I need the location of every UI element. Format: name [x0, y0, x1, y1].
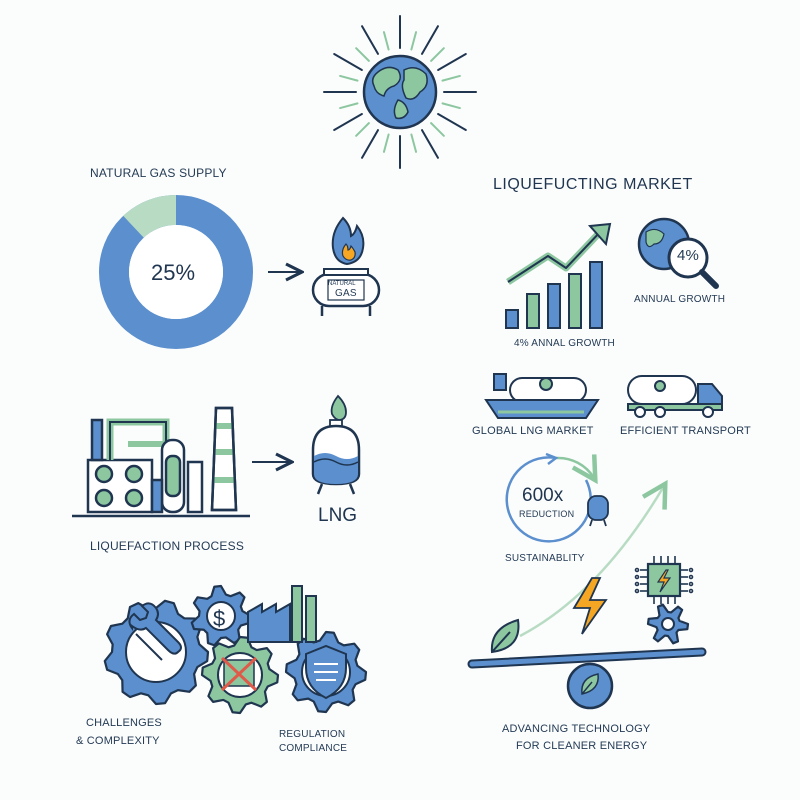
- reduction-value: 600x: [522, 485, 564, 506]
- growth-bar: [589, 261, 603, 329]
- liquefaction-plant-icon: [72, 406, 250, 518]
- advancing-technology-line1: ADVANCING TECHNOLOGY: [502, 723, 651, 735]
- clean-tech-seesaw-icon: [467, 479, 707, 710]
- factory-icon: [247, 585, 317, 643]
- donut-slice: [123, 195, 177, 239]
- liquefaction-process-label: LIQUEFACTION PROCESS: [90, 539, 245, 553]
- advancing-technology-line2: FOR CLEANER ENERGY: [516, 740, 648, 752]
- lng-truck-icon: [627, 375, 723, 418]
- lng-ship-icon: [484, 373, 600, 419]
- growth-bar: [505, 309, 519, 329]
- growth-bar: [526, 293, 540, 329]
- supply-percent-label: 25%: [151, 260, 196, 285]
- lng-label: LNG: [318, 505, 358, 526]
- chip-icon: [634, 556, 694, 604]
- regulation-label-line2: COMPLIANCE: [279, 743, 348, 754]
- lightning-icon: [572, 577, 608, 635]
- growth-bar: [547, 283, 561, 329]
- dollar-symbol: $: [213, 606, 226, 631]
- challenges-label-line1: CHALLENGES: [86, 717, 162, 729]
- growth-bar-chart: [505, 222, 612, 329]
- reduction-cycle-icon: [505, 452, 609, 543]
- natural-gas-supply-title: NATURAL GAS SUPPLY: [90, 166, 227, 180]
- regulation-label-line1: REGULATION: [279, 729, 346, 740]
- efficient-transport-label: EFFICIENT TRANSPORT: [620, 425, 751, 437]
- leaf-icon: [490, 618, 520, 654]
- lng-tank-icon: [311, 394, 361, 495]
- annual-growth-label: ANNUAL GROWTH: [634, 294, 726, 305]
- global-lng-market-label: GLOBAL LNG MARKET: [472, 425, 594, 437]
- reduction-label: REDUCTION: [519, 509, 575, 519]
- tank-label-natural: NATURAL: [328, 281, 356, 287]
- tank-label-gas: GAS: [335, 288, 357, 299]
- liquefucting-market-title: LIQUEFUCTING MARKET: [493, 176, 693, 193]
- supply-donut-chart: [99, 195, 253, 349]
- chart-caption: 4% ANNAL GROWTH: [514, 338, 615, 349]
- dollar-gear-icon: [190, 584, 253, 647]
- market-magnifier-icon: [637, 217, 719, 289]
- growth-badge: 4%: [677, 247, 700, 264]
- wrench-icon: [128, 602, 182, 661]
- sustainability-label: SUSTAINABLITY: [505, 553, 585, 564]
- small-gear-icon: [646, 603, 690, 645]
- growth-bar: [568, 273, 582, 329]
- natural-gas-tank-icon: [311, 216, 381, 316]
- challenges-label-line2: & COMPLEXITY: [76, 735, 160, 747]
- globe-sun-icon: [323, 15, 477, 169]
- challenges-gears-icon: [103, 584, 368, 715]
